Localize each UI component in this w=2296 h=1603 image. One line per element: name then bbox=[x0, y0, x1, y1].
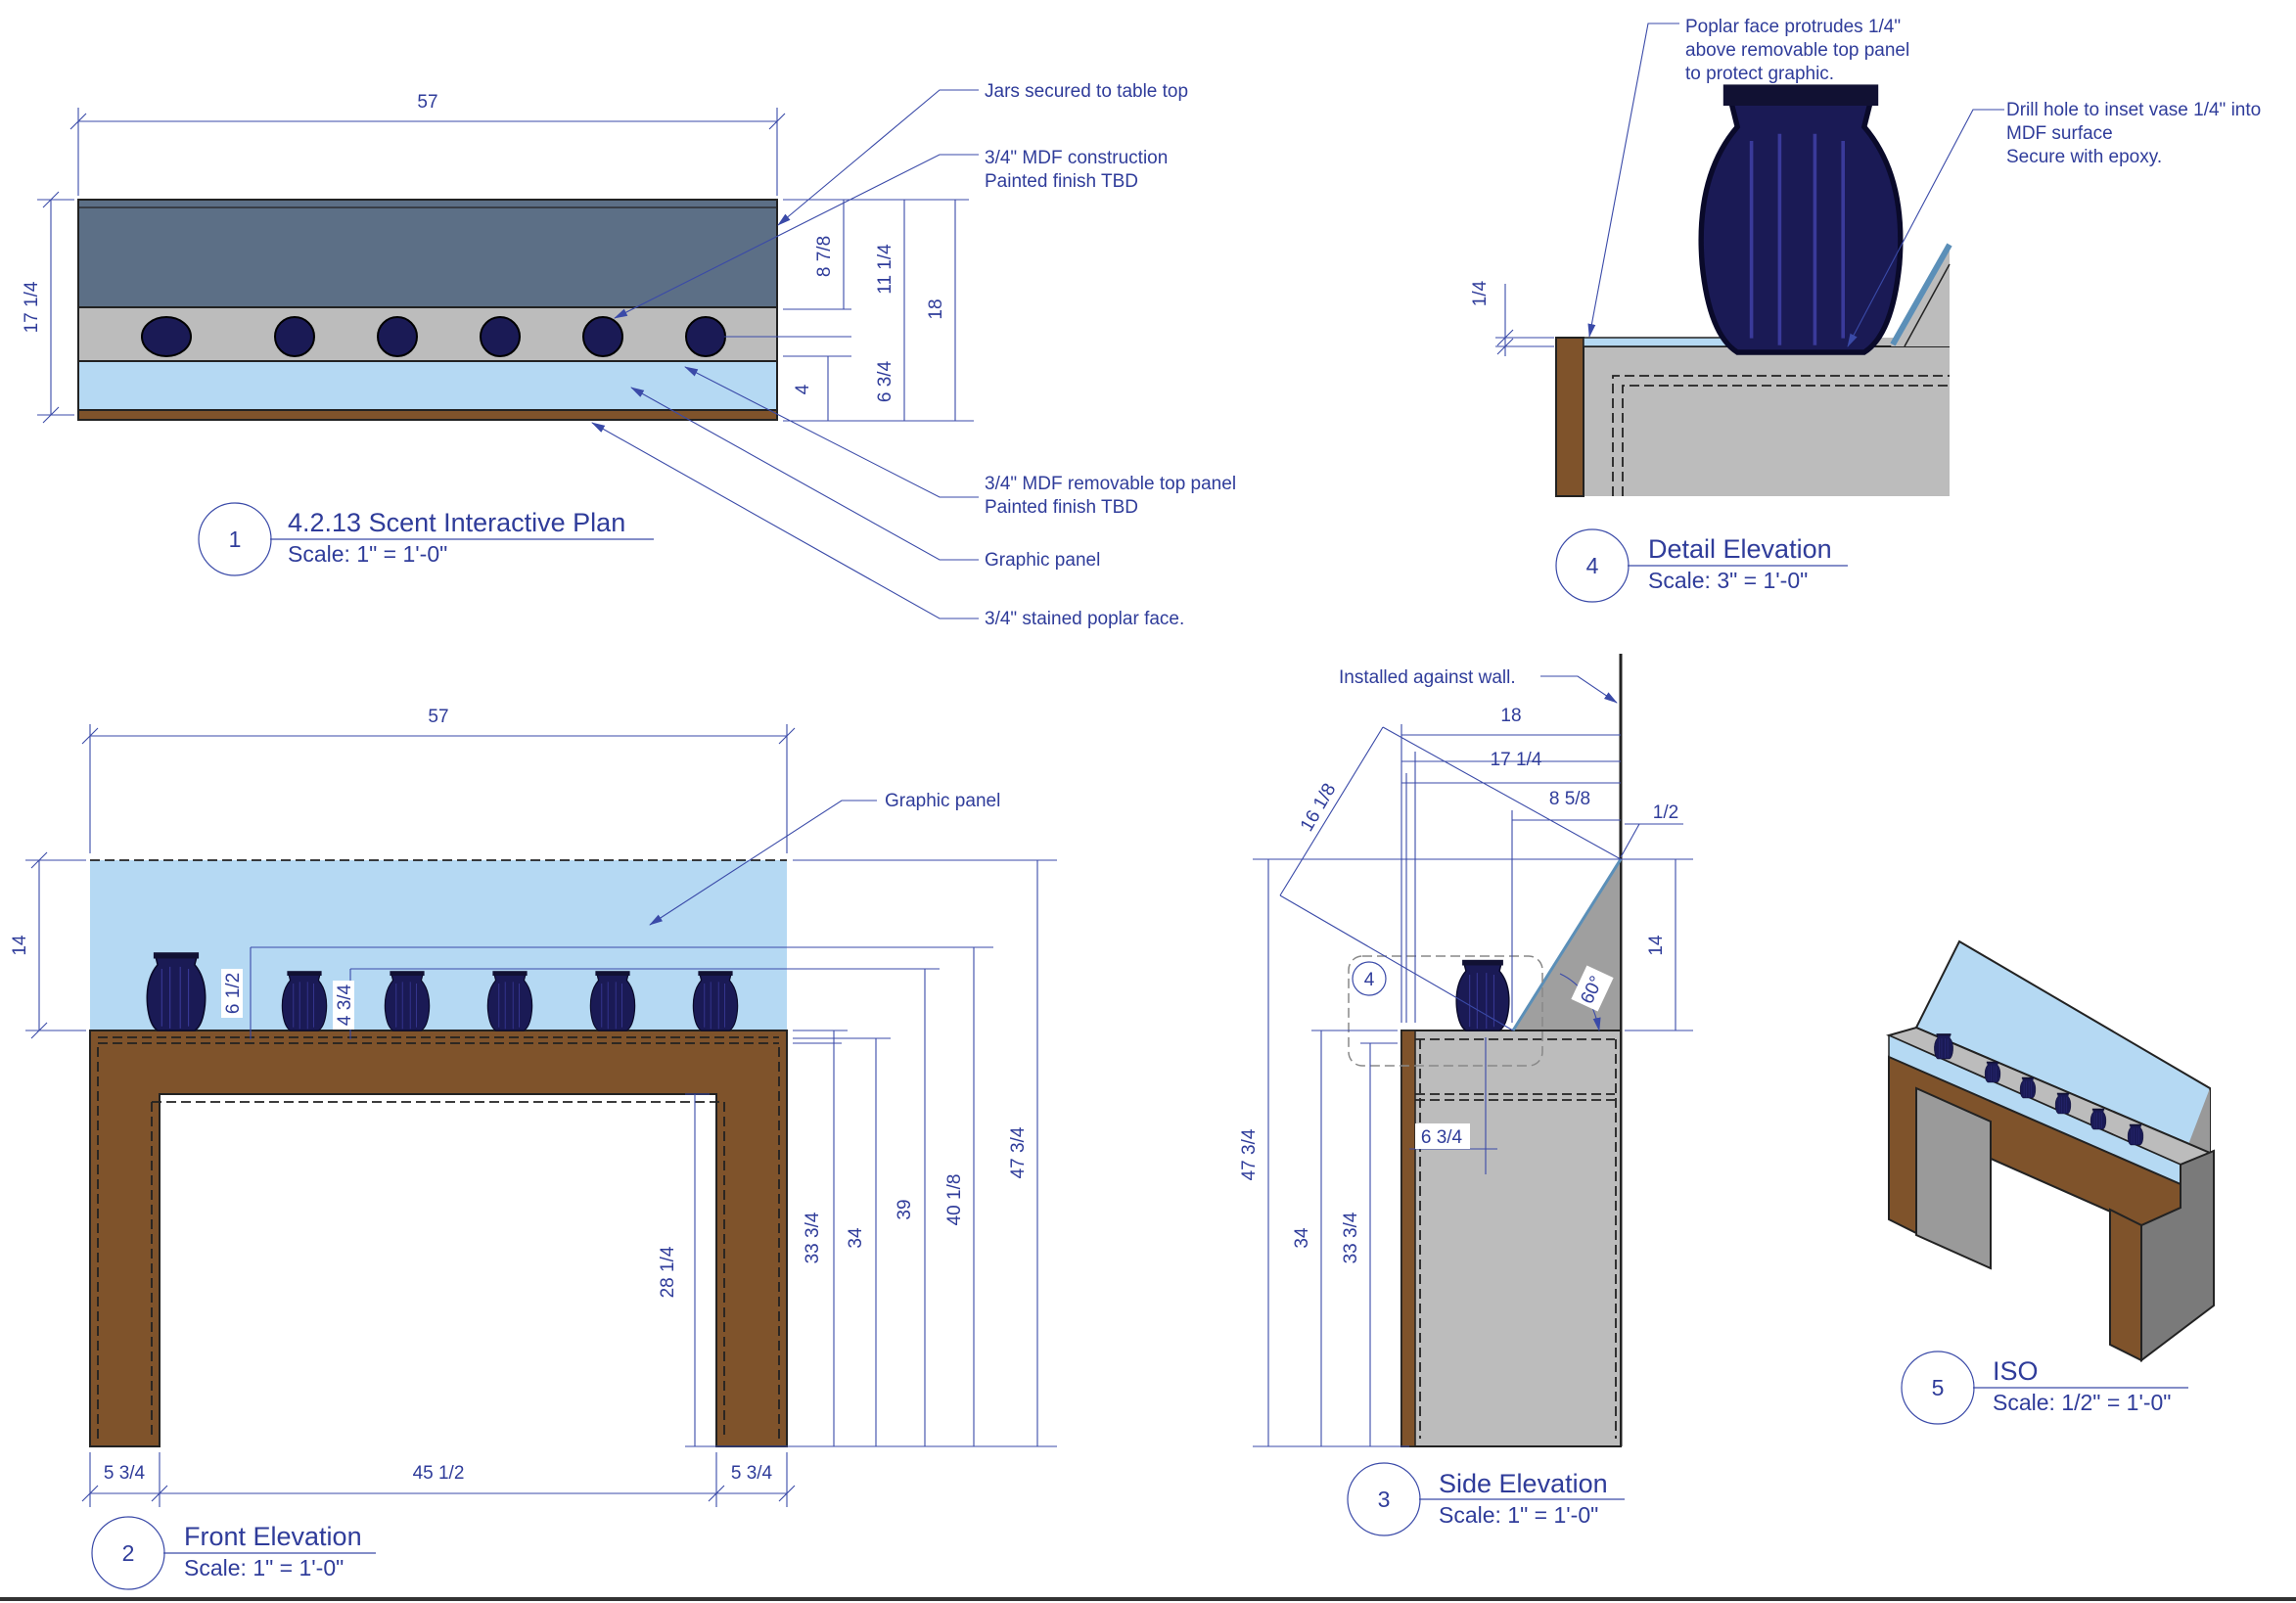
detail-dim-1-4: 1/4 bbox=[1470, 280, 1491, 306]
plan-view-scale: Scale: 1" = 1'-0" bbox=[288, 541, 447, 567]
detail-graphic-panel bbox=[1890, 243, 1952, 346]
side-dim-17-1-4: 17 1/4 bbox=[1491, 750, 1542, 770]
detail-note-drill-1: Drill hole to inset vase 1/4" into bbox=[2006, 100, 2261, 120]
detail-note-drill-3: Secure with epoxy. bbox=[2006, 147, 2162, 167]
note-poplar-face: 3/4" stained poplar face. bbox=[985, 609, 1184, 629]
plan-jar bbox=[377, 316, 418, 357]
front-dim-leg-left: 5 3/4 bbox=[104, 1463, 146, 1484]
note-top-finish: Painted finish TBD bbox=[985, 497, 1138, 518]
side-view-number: 3 bbox=[1378, 1487, 1391, 1512]
iso-view-scale: Scale: 1/2" = 1'-0" bbox=[1993, 1390, 2171, 1415]
note-top-panel: 3/4" MDF removable top panel bbox=[985, 474, 1236, 494]
detail-callout-number: 4 bbox=[1364, 970, 1375, 990]
note-mdf-construction: 3/4" MDF construction bbox=[985, 148, 1168, 168]
plan-view: 57 17 1/4 8 7/8 11 1/4 18 4 6 3/4 Jars s… bbox=[22, 81, 1236, 629]
detail-top-panel bbox=[1583, 337, 1731, 347]
front-table-frame bbox=[89, 1030, 788, 1447]
plan-title-block: 1 4.2.13 Scent Interactive Plan Scale: 1… bbox=[198, 502, 654, 576]
detail-note-poplar-2: above removable top panel bbox=[1685, 40, 1909, 61]
front-view-title: Front Elevation bbox=[184, 1522, 362, 1551]
detail-vase bbox=[1701, 84, 1901, 352]
plan-leaders bbox=[591, 89, 979, 619]
front-view-scale: Scale: 1" = 1'-0" bbox=[184, 1555, 344, 1580]
front-dim-6-1-2: 6 1/2 bbox=[223, 973, 244, 1014]
front-view-number: 2 bbox=[122, 1540, 135, 1566]
plan-jar bbox=[582, 316, 623, 357]
side-view-title: Side Elevation bbox=[1439, 1469, 1608, 1498]
front-dim-span: 45 1/2 bbox=[413, 1463, 465, 1484]
plan-jar bbox=[274, 316, 315, 357]
side-jar bbox=[1455, 959, 1510, 1031]
side-note-wall: Installed against wall. bbox=[1339, 667, 1516, 688]
iso-view-title: ISO bbox=[1993, 1356, 2039, 1386]
side-elevation-view: 4 18 17 bbox=[1239, 654, 1693, 1536]
detail-poplar-face bbox=[1555, 337, 1584, 497]
iso-title-block: 5 ISO Scale: 1/2" = 1'-0" bbox=[1901, 1351, 2188, 1425]
side-dim-34: 34 bbox=[1292, 1227, 1312, 1249]
plan-dim-18: 18 bbox=[926, 298, 946, 319]
plan-view-number: 1 bbox=[229, 527, 242, 552]
note-graphic-panel: Graphic panel bbox=[985, 550, 1100, 571]
detail-elevation-view: 1/4 Poplar face protrudes 1/4" above rem… bbox=[1470, 17, 2261, 603]
side-table-body bbox=[1401, 1030, 1622, 1447]
front-dim-33-3-4: 33 3/4 bbox=[803, 1212, 823, 1263]
side-dim-8-5-8: 8 5/8 bbox=[1549, 789, 1590, 809]
front-dim-panel: 14 bbox=[10, 935, 30, 956]
front-dimension-lines bbox=[25, 724, 1057, 1507]
front-dim-34: 34 bbox=[846, 1227, 866, 1249]
front-dim-47-3-4: 47 3/4 bbox=[1008, 1126, 1029, 1178]
front-dim-4-3-4: 4 3/4 bbox=[335, 984, 355, 1026]
detail-callout-box bbox=[1348, 955, 1543, 1067]
side-dim-18: 18 bbox=[1500, 706, 1521, 726]
detail-view-number: 4 bbox=[1586, 553, 1599, 578]
iso-view-number: 5 bbox=[1932, 1375, 1945, 1400]
detail-view-scale: Scale: 3" = 1'-0" bbox=[1648, 568, 1808, 593]
plan-dim-4: 4 bbox=[793, 384, 813, 394]
side-dim-33-3-4: 33 3/4 bbox=[1341, 1212, 1361, 1263]
plan-graphic-panel bbox=[77, 199, 778, 308]
plan-view-title: 4.2.13 Scent Interactive Plan bbox=[288, 508, 625, 537]
detail-note-drill-2: MDF surface bbox=[2006, 123, 2113, 144]
side-title-block: 3 Side Elevation Scale: 1" = 1'-0" bbox=[1347, 1462, 1625, 1536]
front-dim-width: 57 bbox=[428, 707, 448, 727]
plan-dim-6-3-4: 6 3/4 bbox=[875, 360, 895, 402]
detail-title-block: 4 Detail Elevation Scale: 3" = 1'-0" bbox=[1555, 528, 1848, 603]
plan-top-panel bbox=[77, 360, 778, 411]
plan-dim-depth: 17 1/4 bbox=[22, 281, 42, 333]
note-jars-secured: Jars secured to table top bbox=[985, 81, 1188, 102]
plan-dimension-lines bbox=[37, 108, 974, 424]
plan-jar bbox=[685, 316, 726, 357]
plan-jar bbox=[480, 316, 521, 357]
front-dim-28-1-4: 28 1/4 bbox=[658, 1246, 678, 1298]
note-mdf-finish: Painted finish TBD bbox=[985, 171, 1138, 192]
plan-dim-width: 57 bbox=[417, 92, 437, 113]
plan-dim-8-7-8: 8 7/8 bbox=[814, 236, 835, 277]
front-title-block: 2 Front Elevation Scale: 1" = 1'-0" bbox=[91, 1516, 376, 1590]
front-dim-40-1-8: 40 1/8 bbox=[944, 1174, 965, 1226]
front-dim-leg-right: 5 3/4 bbox=[731, 1463, 773, 1484]
detail-note-poplar-1: Poplar face protrudes 1/4" bbox=[1685, 17, 1901, 37]
plan-jars bbox=[141, 316, 726, 357]
detail-note-poplar-3: to protect graphic. bbox=[1685, 64, 1834, 84]
front-dim-39: 39 bbox=[895, 1199, 915, 1219]
iso-view: 5 ISO Scale: 1/2" = 1'-0" bbox=[1886, 939, 2215, 1425]
plan-jar bbox=[141, 316, 192, 357]
detail-view-title: Detail Elevation bbox=[1648, 534, 1832, 564]
side-dim-1-2: 1/2 bbox=[1653, 802, 1678, 823]
plan-poplar-face bbox=[77, 409, 778, 421]
detail-dimension-lines bbox=[1495, 284, 1554, 356]
side-dim-14: 14 bbox=[1646, 935, 1667, 956]
front-note-graphic-panel: Graphic panel bbox=[885, 791, 1000, 811]
side-dim-6-3-4: 6 3/4 bbox=[1421, 1127, 1463, 1148]
side-dim-47-3-4: 47 3/4 bbox=[1239, 1128, 1260, 1180]
side-dimension-lines bbox=[1253, 724, 1693, 1447]
front-elevation-view: 57 14 6 1/2 4 3/4 28 1/4 33 3/4 34 39 40… bbox=[10, 707, 1057, 1590]
plan-dim-11-1-4: 11 1/4 bbox=[875, 244, 895, 295]
detail-table-body bbox=[1556, 338, 1950, 496]
front-graphic-panel bbox=[90, 860, 787, 1030]
side-view-scale: Scale: 1" = 1'-0" bbox=[1439, 1502, 1598, 1528]
